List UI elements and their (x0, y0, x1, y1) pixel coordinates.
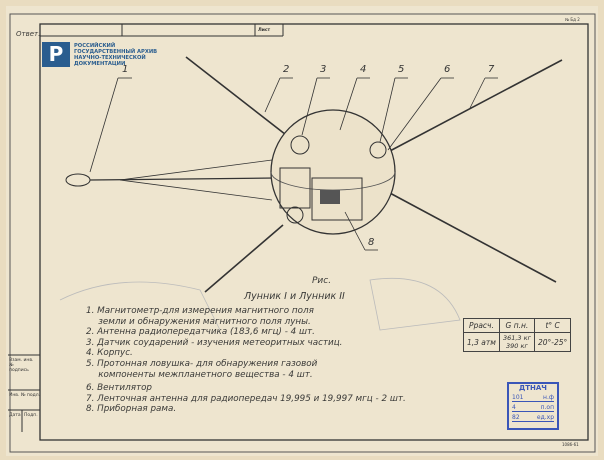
legend-item: 6. Вентилятор (86, 383, 153, 394)
footer-code: 1086-61 (562, 442, 579, 447)
callout-8: 8 (368, 237, 375, 248)
sphere-body (270, 109, 396, 235)
side-label: подпись (9, 368, 29, 373)
parameters-table: Pрасч. G п.н. t° C 1,3 атм 361,3 кг 390 … (463, 318, 572, 352)
stamp-value: 101 (512, 394, 524, 401)
side-label-inv: Взам. инв. № подпись (9, 358, 39, 373)
proton-trap (290, 135, 310, 155)
table-header: t° C (533, 318, 572, 333)
logo-line: ДОКУМЕНТАЦИИ (74, 60, 126, 67)
antenna-top-left (185, 56, 291, 139)
legend-list: 1. Магнитометр-для измерения магнитного … (86, 306, 406, 415)
callout-5: 5 (398, 64, 405, 75)
sheet-label: Лист (258, 28, 271, 33)
stamp-label: н.ф (543, 394, 554, 401)
magnetometer-probe (65, 173, 91, 187)
table-cell: 361,3 кг 390 кг (498, 332, 535, 352)
table-header: Pрасч. (463, 318, 500, 333)
logo-line: НАУЧНО-ТЕХНИЧЕСКОЙ (74, 54, 146, 61)
side-label-date: Дата (9, 413, 21, 418)
mass-1: 361,3 кг (502, 334, 531, 342)
figure-label: Рис. (312, 276, 332, 286)
legend-item: 7. Ленточная антенна для радиопередач 19… (86, 393, 406, 404)
antenna-top-right (387, 59, 563, 153)
table-header: G п.н. (498, 318, 535, 333)
side-label-inv-orig: Инв. № подл. (9, 393, 41, 398)
side-label-sign: Подп. (24, 413, 38, 418)
antenna-bottom-right (387, 191, 557, 283)
legend-item: 1. Магнитометр-для измерения магнитного … (86, 306, 314, 316)
callout-4: 4 (360, 64, 367, 75)
legend-item: компоненты межпланетного вещества - 4 шт… (98, 369, 313, 380)
mass-2: 390 кг (506, 342, 528, 350)
callout-3: 3 (320, 64, 327, 75)
stamp-label: п.оп (540, 404, 554, 411)
legend-item: 5. Протонная ловушка- для обнаружения га… (86, 358, 318, 369)
stamp-value: 4 (512, 404, 516, 411)
callout-1: 1 (122, 64, 129, 75)
side-label: Взам. инв. № (9, 358, 34, 368)
document-sheet (6, 6, 598, 456)
signature: Ответ. (16, 30, 41, 38)
antenna-bottom-left (204, 224, 284, 293)
legend-item: 4. Корпус. (86, 348, 133, 359)
table-cell: 1,3 атм (463, 332, 500, 352)
legend-item: 8. Приборная рама. (86, 404, 177, 415)
magnetometer-boom (89, 177, 276, 181)
archive-logo: Р РОССИЙСКИЙ ГОСУДАРСТВЕННЫЙ АРХИВ НАУЧН… (42, 42, 157, 67)
callout-7: 7 (488, 64, 495, 75)
callout-2: 2 (283, 64, 290, 75)
stamp-value: 82 (512, 414, 520, 421)
callout-6: 6 (444, 64, 451, 75)
stamp-title: ДТНАЧ (519, 384, 547, 392)
sheet-code: № Бд 2 (565, 17, 580, 22)
legend-item: земли и обнаружения магнитного поля луны… (98, 316, 311, 327)
logo-line: ГОСУДАРСТВЕННЫЙ АРХИВ (74, 48, 158, 55)
outer-frame (9, 13, 596, 453)
stamp-label: ед.хр (536, 414, 554, 421)
archive-stamp: ДТНАЧ 101 н.ф 4 п.оп 82 ед.хр (507, 382, 559, 430)
logo-line: РОССИЙСКИЙ (74, 42, 116, 49)
figure-title: Лунник I и Лунник II (244, 291, 345, 302)
table-cell: 20°-25° (533, 332, 572, 352)
legend-item: 3. Датчик соударений - изучения метеорит… (86, 337, 343, 348)
legend-item: 2. Антенна радиопередатчика (183,6 мгц) … (86, 327, 315, 338)
logo-mark: Р (42, 42, 70, 67)
